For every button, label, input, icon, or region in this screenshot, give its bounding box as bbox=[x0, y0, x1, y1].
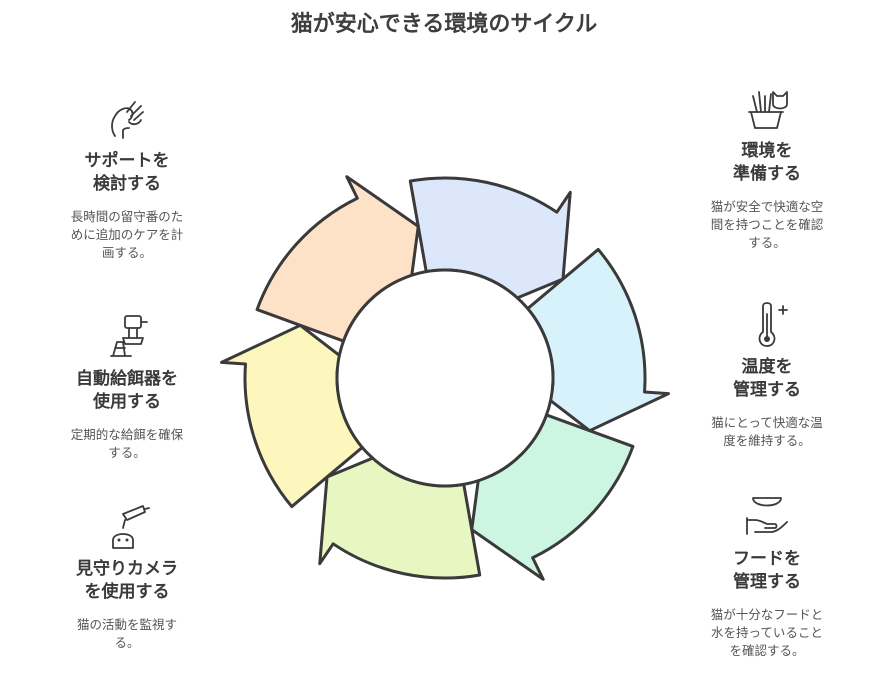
food-heading: フードを 管理する bbox=[733, 549, 801, 592]
feeder-icon bbox=[110, 315, 148, 357]
environment-desc: 猫が安全で快適な空 間を持つことを確認 する。 bbox=[710, 199, 824, 250]
cat-plant-icon bbox=[748, 91, 788, 129]
camera-desc: 猫の活動を監視す る。 bbox=[76, 617, 177, 650]
feeder-desc: 定期的な給餌を確保 する。 bbox=[70, 427, 184, 460]
support-heading: サポートを 検討する bbox=[84, 151, 170, 194]
item-feeder: 自動給餌器を 使用する 定期的な給餌を確保 する。 bbox=[52, 310, 202, 462]
food-bowl-icon bbox=[746, 497, 788, 535]
hand-head-icon bbox=[111, 101, 144, 139]
item-food: フードを 管理する 猫が十分なフードと 水を持っていること を確認する。 bbox=[692, 490, 842, 660]
temperature-desc: 猫にとって快適な温 度を維持する。 bbox=[711, 415, 823, 448]
camera-heading: 見守りカメラ を使用する bbox=[76, 559, 178, 602]
item-environment: 環境を 準備する 猫が安全で快適な空 間を持つことを確認 する。 bbox=[692, 82, 842, 252]
food-desc: 猫が十分なフードと 水を持っていること を確認する。 bbox=[710, 607, 824, 658]
cycle-diagram bbox=[220, 175, 670, 581]
support-desc: 長時間の留守番のた めに追加のケアを計 画する。 bbox=[70, 209, 184, 260]
thermometer-icon bbox=[758, 302, 788, 347]
item-camera: 見守りカメラ を使用する 猫の活動を監視す る。 bbox=[52, 500, 202, 652]
camera-icon bbox=[112, 505, 150, 549]
item-support: サポートを 検討する 長時間の留守番のた めに追加のケアを計 画する。 bbox=[52, 92, 202, 262]
environment-heading: 環境を 準備する bbox=[733, 141, 801, 184]
page-title: 猫が安心できる環境のサイクル bbox=[290, 12, 598, 37]
item-temperature: 温度を 管理する 猫にとって快適な温 度を維持する。 bbox=[692, 298, 842, 450]
temperature-heading: 温度を 管理する bbox=[733, 357, 801, 400]
feeder-heading: 自動給餌器を 使用する bbox=[76, 369, 178, 412]
